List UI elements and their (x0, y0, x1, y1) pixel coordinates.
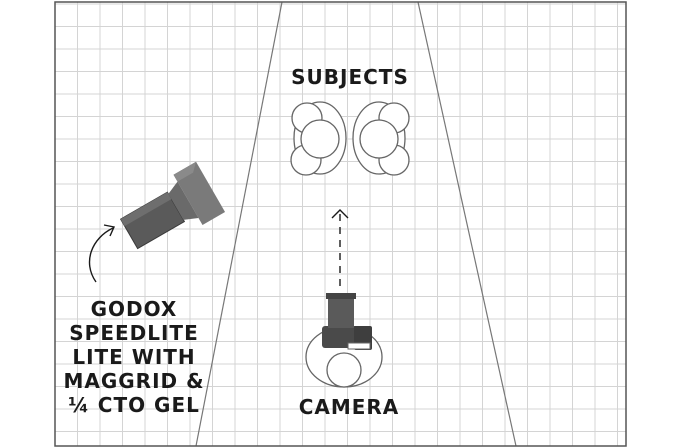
diagram-border (54, 1, 627, 447)
light-label-line: ¼ CTO GEL (68, 393, 200, 417)
perspective-line-left (195, 1, 283, 447)
perspective-lines (195, 1, 517, 447)
light-label: GODOX SPEEDLITE LITE WITH MAGGRID & ¼ CT… (63, 297, 204, 417)
subject-left (290, 101, 347, 176)
light-label-line: SPEEDLITE (69, 321, 198, 345)
light-label-line: MAGGRID & (63, 369, 204, 393)
photographer-top-view-icon (305, 293, 383, 388)
light-label-line: GODOX (91, 297, 178, 321)
two-people-top-view-icon (290, 101, 410, 176)
speedlite-flash-icon (119, 161, 226, 250)
camera-label: CAMERA (299, 395, 400, 419)
curved-pointer-arrow-icon (88, 224, 115, 283)
perspective-line-right (417, 1, 517, 447)
light-label-line: LITE WITH (72, 345, 195, 369)
subject-right (352, 101, 410, 176)
dashed-up-arrow-icon (331, 209, 349, 286)
subjects-label: SUBJECTS (291, 65, 409, 89)
